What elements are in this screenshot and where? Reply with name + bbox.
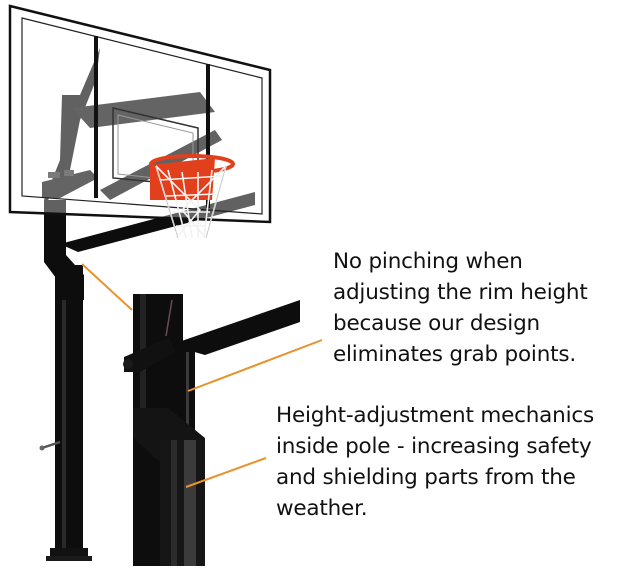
- callout-line: adjusting the rim height: [333, 280, 588, 305]
- callout-line: eliminates grab points.: [333, 342, 576, 367]
- backboard: [8, 4, 272, 224]
- callout-line: weather.: [276, 496, 368, 521]
- rim-and-net: [149, 154, 235, 239]
- leader-line-inset: [81, 263, 133, 311]
- leader-line-callout-1: [187, 339, 323, 392]
- callout-line: and shielding parts from the: [276, 465, 576, 490]
- callout-line: No pinching when: [333, 249, 523, 274]
- leader-lines: [81, 263, 323, 488]
- callout-no-pinching: No pinching when adjusting the rim heigh…: [333, 246, 630, 370]
- callout-line: because our design: [333, 311, 540, 336]
- callout-line: inside pole - increasing safety: [276, 434, 592, 459]
- pole-closeup-inset: [123, 294, 300, 566]
- leader-line-callout-2: [185, 457, 267, 488]
- callout-line: Height-adjustment mechanics: [276, 403, 594, 428]
- callout-height-adjustment: Height-adjustment mechanics inside pole …: [276, 400, 630, 524]
- main-pole: [39, 200, 92, 561]
